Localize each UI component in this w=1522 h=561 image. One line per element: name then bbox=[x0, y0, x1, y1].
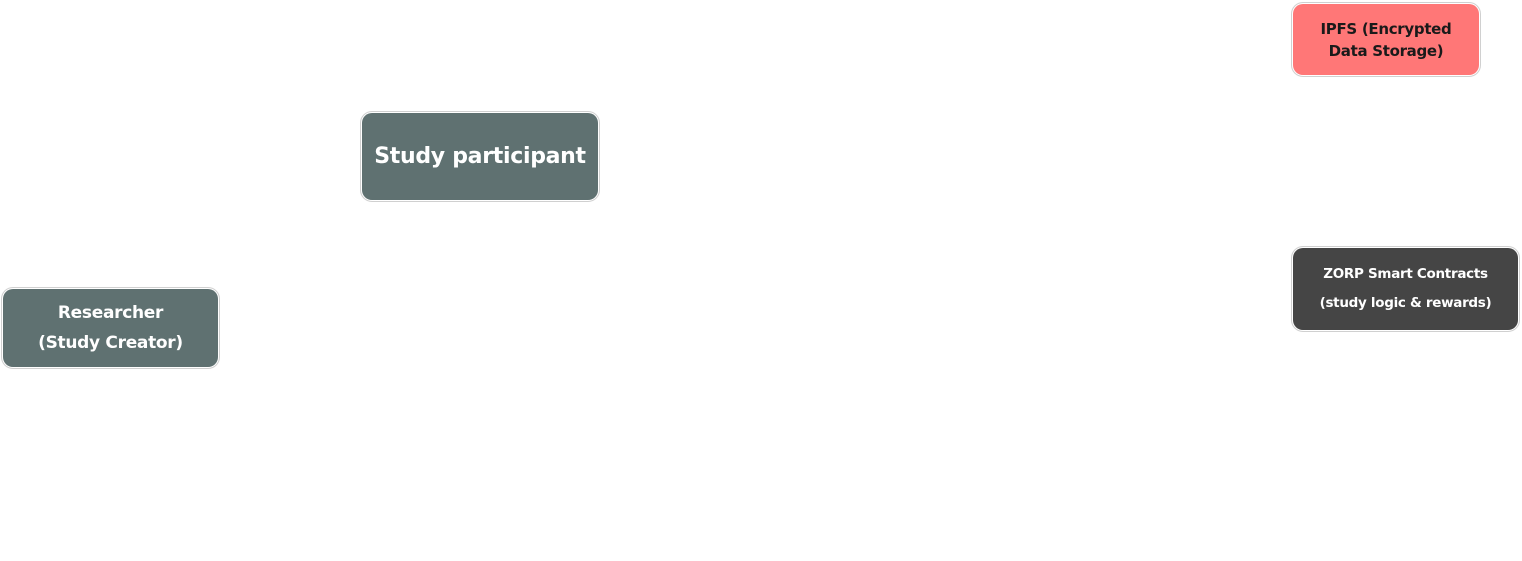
node-study-participant[interactable]: Study participant bbox=[360, 111, 600, 202]
node-zorp-smart-contracts[interactable]: ZORP Smart Contracts (study logic & rewa… bbox=[1291, 246, 1520, 332]
node-researcher[interactable]: Researcher (Study Creator) bbox=[1, 287, 220, 369]
node-ipfs-storage-label: IPFS (Encrypted Data Storage) bbox=[1320, 19, 1452, 60]
node-study-participant-label: Study participant bbox=[374, 143, 586, 169]
node-zorp-smart-contracts-label: ZORP Smart Contracts (study logic & rewa… bbox=[1319, 266, 1492, 311]
node-researcher-label: Researcher (Study Creator) bbox=[38, 303, 183, 353]
node-ipfs-storage[interactable]: IPFS (Encrypted Data Storage) bbox=[1291, 2, 1481, 77]
